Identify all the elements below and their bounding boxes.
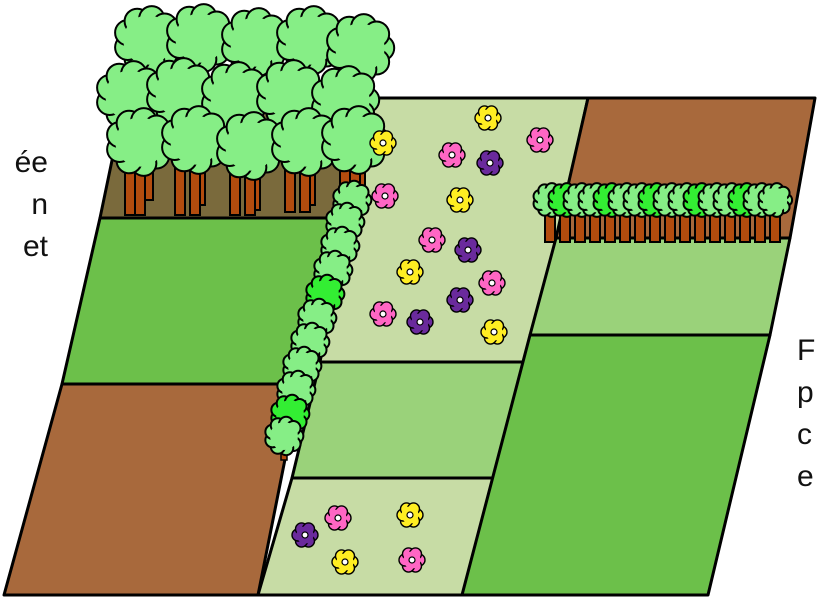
flower-icon — [397, 503, 423, 527]
flower-icon — [527, 128, 553, 152]
parcel-grass-right-strip — [530, 238, 790, 335]
right-caption-line-3: c — [797, 414, 815, 456]
left-caption-line-2: n — [0, 184, 48, 226]
flower-icon — [481, 320, 507, 344]
flower-icon — [439, 143, 465, 167]
right-caption-line-2: p — [797, 372, 815, 414]
flower-icon — [325, 506, 351, 530]
left-caption-line-3: et — [0, 226, 48, 268]
flower-icon — [372, 184, 398, 208]
flower-icon — [292, 523, 318, 547]
flower-icon — [477, 151, 503, 175]
left-caption-line-1: ée — [0, 142, 48, 184]
flower-icon — [397, 260, 423, 284]
right-caption-line-4: e — [797, 456, 815, 498]
flower-icon — [419, 228, 445, 252]
flower-icon — [407, 310, 433, 334]
flower-icon — [479, 271, 505, 295]
right-caption-line-1: F — [797, 330, 815, 372]
parcel-grass-middle — [292, 362, 530, 478]
flower-icon — [447, 188, 473, 212]
tree-crown — [265, 417, 303, 455]
flower-icon — [455, 238, 481, 262]
parcel-ploughed-left — [4, 384, 300, 595]
flower-icon — [370, 302, 396, 326]
flower-icon — [370, 131, 396, 155]
flower-icon — [399, 548, 425, 572]
flower-icon — [447, 288, 473, 312]
left-caption-fragments: ée n et — [0, 142, 48, 268]
right-caption-fragments: F p c e — [797, 330, 815, 498]
tree-crown — [759, 183, 793, 217]
flower-icon — [475, 106, 501, 130]
flower-icon — [332, 550, 358, 574]
